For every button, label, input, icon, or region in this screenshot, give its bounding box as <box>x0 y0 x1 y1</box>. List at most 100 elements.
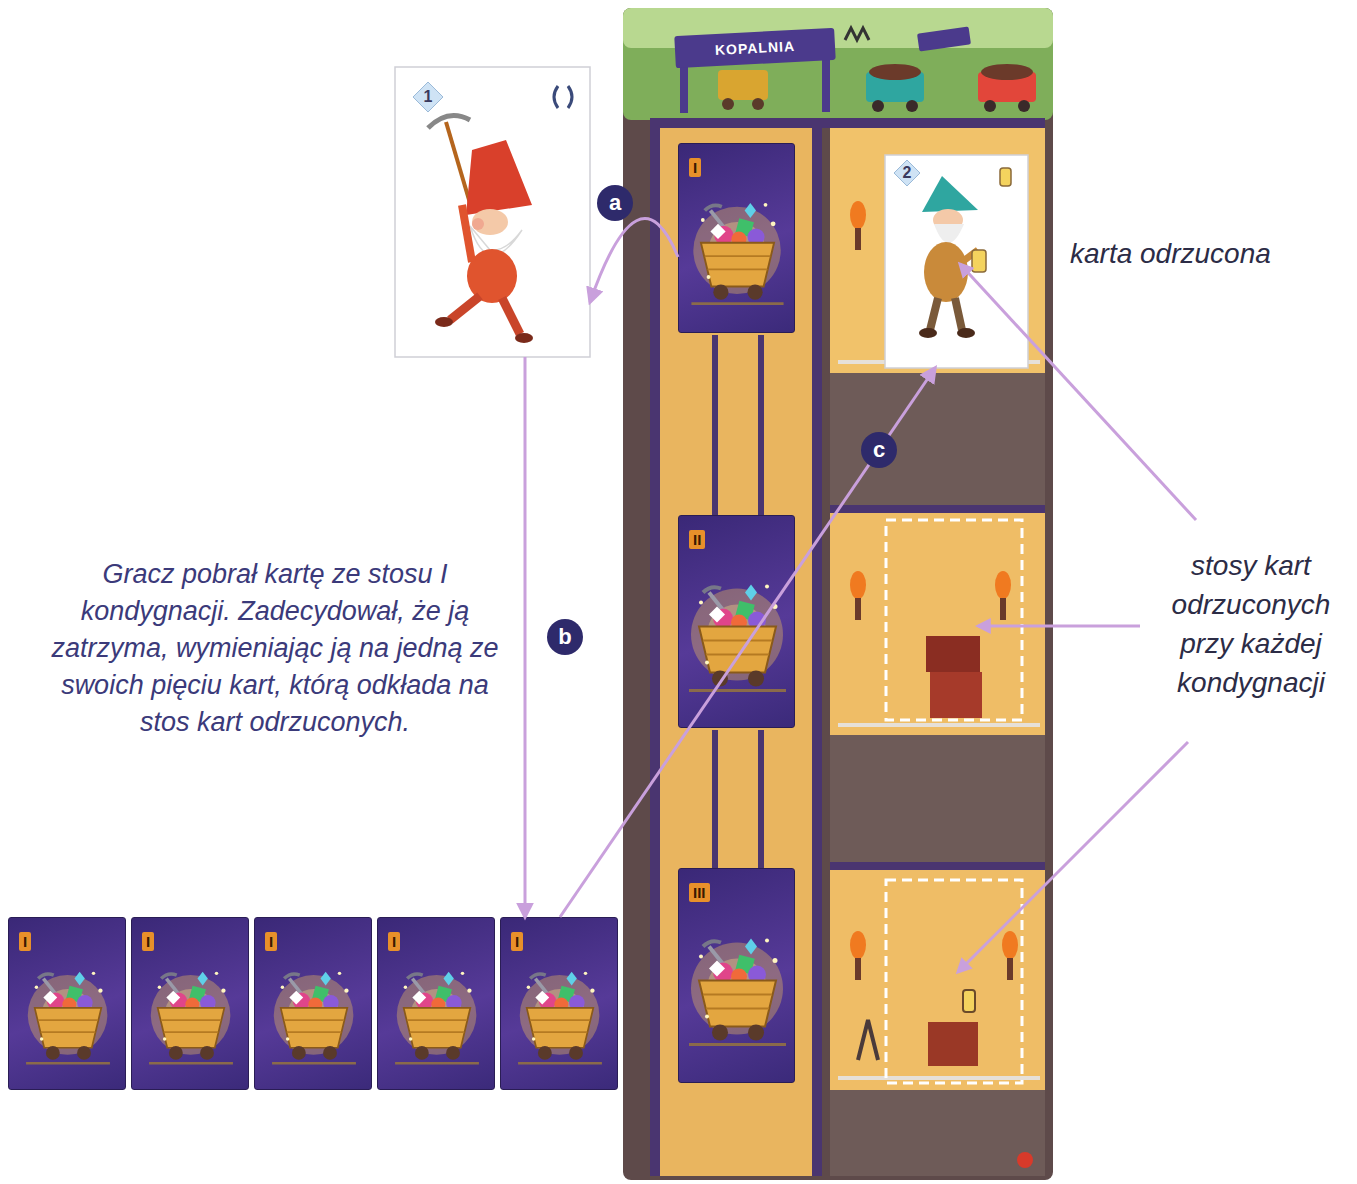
mine-board-art <box>830 128 1045 373</box>
flow-arrow <box>590 219 678 302</box>
gnome-card-art <box>466 140 532 215</box>
level-deck-card: II <box>678 515 795 728</box>
mine-board-art <box>812 118 822 1176</box>
mine-board-art <box>822 52 830 112</box>
torch <box>850 201 866 229</box>
flow-arrow <box>524 357 527 917</box>
callout-letter: b <box>547 619 583 655</box>
mine-board-art <box>752 98 764 110</box>
discarded-card-art <box>924 242 968 302</box>
mine-board-art <box>830 862 1045 870</box>
torch <box>855 958 861 980</box>
gnome-card-art <box>568 86 572 108</box>
callout-letter: a <box>597 185 633 221</box>
level-badge: II <box>689 530 705 549</box>
callout-letter: c <box>861 432 897 468</box>
mine-board-art <box>830 513 1045 735</box>
torch <box>995 571 1011 599</box>
gnome-card-art <box>502 298 520 334</box>
gnome-card-art <box>413 82 443 112</box>
mine-board-art <box>830 505 1045 513</box>
card-value: 1 <box>415 87 441 107</box>
discarded-card-art <box>930 298 938 330</box>
caption-note: Gracz pobrał kartę ze stosu I kondygnacj… <box>45 556 505 741</box>
mine-board-art <box>906 100 918 112</box>
level-badge: I <box>19 932 31 951</box>
mine-board-art <box>623 8 1053 1180</box>
mine-board-art <box>830 373 1045 513</box>
hand-card: I <box>254 917 372 1090</box>
mine-board-art <box>623 8 1053 120</box>
note-label: karta odrzucona <box>1070 234 1340 273</box>
hand-card: I <box>8 917 126 1090</box>
mine-board-art <box>845 28 869 40</box>
mine-board-art <box>1017 1152 1033 1168</box>
gnome-card-art <box>395 67 590 357</box>
gnome-card-art <box>450 296 480 320</box>
mine-board-art <box>886 880 1022 1083</box>
gnome-card-art <box>428 116 470 129</box>
torch <box>855 598 861 620</box>
leader-line <box>958 264 1196 972</box>
discarded-card: 2 <box>885 155 1028 368</box>
hand-card: I <box>377 917 495 1090</box>
mine-board-art <box>718 70 768 100</box>
level-badge: I <box>388 932 400 951</box>
mine-board-art <box>872 100 884 112</box>
discarded-card-art <box>957 328 975 338</box>
cart-art <box>149 972 233 1064</box>
hand-card: I <box>131 917 249 1090</box>
card-value: 2 <box>894 163 920 183</box>
discarded-card-art <box>934 224 964 243</box>
mine-board-art <box>963 990 975 1012</box>
leader-line <box>958 742 1188 972</box>
mine-board-art <box>830 870 1045 1090</box>
torch <box>1000 598 1006 620</box>
mine-board-art <box>830 1090 1045 1176</box>
mine-board-art <box>886 520 1022 720</box>
mine-board: KOPALNIAI2IIIII <box>623 8 1053 1180</box>
mine-board-art <box>674 28 835 68</box>
mine-board-art <box>712 335 718 515</box>
torch <box>855 228 861 250</box>
torch <box>850 931 866 959</box>
discarded-card-art <box>922 176 978 212</box>
mine-board-art <box>917 26 971 51</box>
mine-board-art <box>650 118 1045 128</box>
level-deck-card: I <box>678 143 795 333</box>
cart-art <box>272 972 356 1064</box>
torch <box>1002 931 1018 959</box>
mine-board-art <box>926 636 980 672</box>
discarded-card-art <box>894 160 920 186</box>
level-badge: I <box>265 932 277 951</box>
mine-board-art <box>869 64 921 80</box>
gnome-card-art <box>435 317 453 327</box>
level-badge: III <box>689 883 710 902</box>
mine-board-art <box>928 1022 978 1066</box>
flow-arrow <box>560 368 935 917</box>
leader-line <box>960 264 1196 520</box>
gnome-card-art <box>472 218 484 230</box>
level-badge: I <box>511 932 523 951</box>
mine-board-art <box>838 723 1040 727</box>
discarded-card-art <box>972 250 986 272</box>
discarded-card-art <box>919 328 937 338</box>
torch <box>1007 958 1013 980</box>
mine-board-art <box>623 8 1053 1180</box>
mine-board-art <box>758 730 764 870</box>
mine-board-art <box>650 118 660 1176</box>
note-label: stosy kart odrzuconych przy każdej kondy… <box>1150 546 1352 702</box>
gnome-card-art <box>395 67 590 357</box>
cart-art <box>26 972 110 1064</box>
mine-board-art <box>981 64 1033 80</box>
gnome-card-art <box>472 209 508 235</box>
level-badge: I <box>142 932 154 951</box>
cart-art <box>689 939 786 1045</box>
mine-board-art <box>984 100 996 112</box>
gnome-card: 1 <box>395 67 590 357</box>
cart-art <box>691 203 783 304</box>
leader-line <box>978 625 1140 628</box>
